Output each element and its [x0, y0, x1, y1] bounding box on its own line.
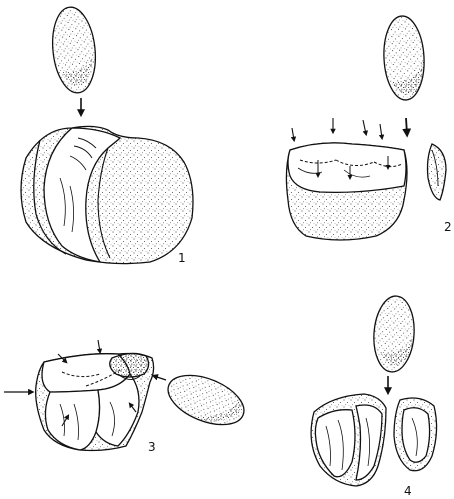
stage-4-group	[311, 295, 436, 486]
stage-2-group	[286, 15, 446, 240]
flake-arrow-2c	[363, 120, 366, 134]
stage-label-2: 2	[444, 221, 452, 233]
strike-arrow-3b	[154, 376, 166, 380]
flake-arrow-2d	[380, 124, 382, 138]
core-3-front-face	[45, 390, 99, 450]
stage-label-3: 3	[148, 441, 156, 453]
stage-1-group	[21, 5, 193, 264]
hammerstone-3	[161, 366, 251, 435]
strike-arrow-2	[406, 118, 407, 134]
flake-arrow-2a	[292, 128, 294, 140]
stage-label-1: 1	[178, 252, 186, 264]
core-4-face-b	[356, 405, 382, 480]
removed-flake-4-face	[402, 408, 430, 463]
core-3-knob	[110, 353, 149, 377]
stage-label-4: 4	[404, 485, 412, 497]
flake-arrow-3b	[98, 340, 100, 352]
removed-flake-2	[428, 144, 447, 200]
stage-3-group	[4, 340, 251, 451]
